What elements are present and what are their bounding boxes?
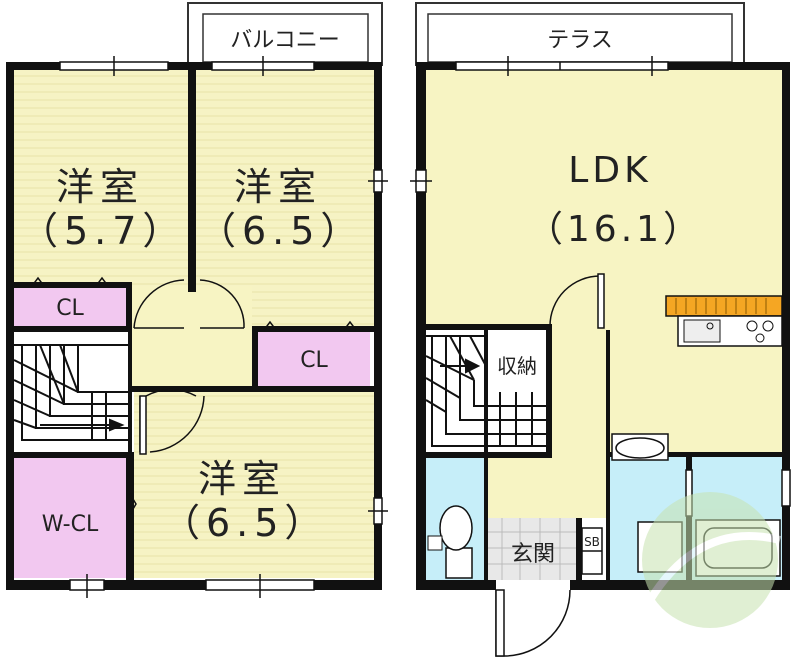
- toilet: [427, 505, 473, 579]
- western-room-3-size: （6.5）: [162, 501, 329, 545]
- closet-1-label: CL: [56, 296, 84, 321]
- doors-left-unit: [31, 276, 357, 515]
- western-room-1-name: 洋室: [55, 165, 144, 209]
- walk-in-closet-floor: [14, 456, 126, 578]
- balcony-label: バルコニー: [230, 28, 340, 53]
- closet-1-floor: [14, 288, 126, 326]
- western-room-2-name: 洋室: [233, 165, 322, 209]
- windows-left-unit: [59, 56, 388, 598]
- western-room-3-floor: [134, 392, 374, 578]
- balcony-area: [187, 2, 383, 66]
- western-room-2-size: （6.5）: [198, 209, 365, 253]
- walk-in-closet-label: W-CL: [41, 512, 99, 537]
- entrance-label: 玄関: [510, 542, 555, 567]
- doors-right-unit: [495, 273, 693, 657]
- staircase-right: [425, 335, 546, 447]
- walls-left-unit: [6, 62, 382, 590]
- closet-2-floor: [258, 330, 370, 386]
- washbasin: [611, 433, 669, 461]
- staircase-left: [13, 344, 128, 441]
- storage-label: 収納: [497, 354, 537, 378]
- western-room-1-size: （5.7）: [20, 209, 187, 253]
- closet-2-label: CL: [300, 348, 328, 373]
- entrance-tiles: [486, 518, 580, 580]
- stair-area-left: [14, 334, 130, 454]
- terrace-area: [415, 2, 745, 66]
- ldk-name: LDK: [568, 150, 652, 191]
- windows-right-unit: [410, 56, 791, 507]
- western-room-1-floor: [12, 68, 192, 286]
- hallway-floor: [132, 286, 252, 390]
- western-room-3-name: 洋室: [197, 457, 286, 501]
- kitchen: [665, 295, 783, 347]
- shoe-box-label: SB: [584, 535, 600, 549]
- assist-watermark: [642, 492, 781, 628]
- ldk-size: （16.1）: [526, 209, 704, 250]
- western-room-2-floor: [196, 68, 374, 326]
- terrace-label: テラス: [547, 28, 613, 53]
